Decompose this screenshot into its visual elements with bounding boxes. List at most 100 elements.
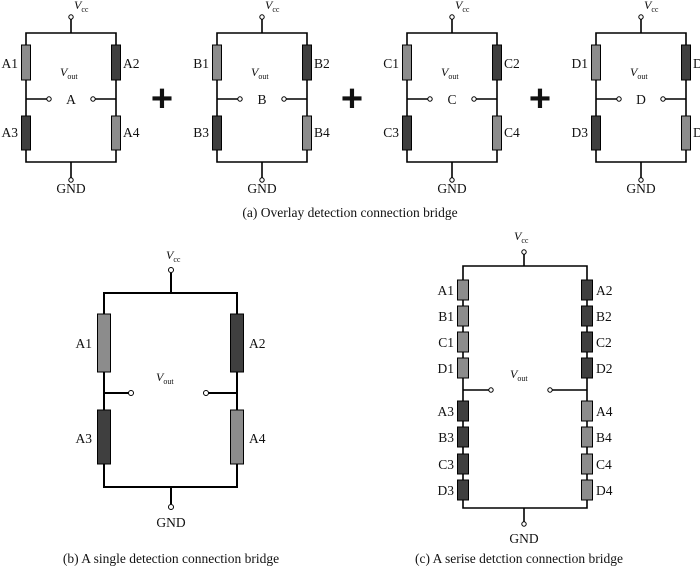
terminal-node	[449, 177, 455, 183]
gnd-label: GND	[437, 181, 466, 196]
resistor-d1	[591, 44, 601, 81]
resistor-c4	[581, 453, 593, 475]
resistor-c1	[402, 44, 412, 81]
wire	[406, 32, 498, 45]
overlay-bridge-d: D1D2D3D4DVccVoutGND	[572, 0, 700, 196]
terminal-node	[449, 14, 455, 20]
vout-label: Vout	[251, 65, 269, 81]
bridge-center-label-c: C	[447, 92, 456, 107]
vcc-label: Vcc	[455, 0, 470, 14]
label-d2: D2	[693, 56, 700, 71]
label-b1: B1	[193, 56, 209, 71]
label-a4: A4	[596, 404, 613, 419]
resistor-b2	[302, 44, 312, 81]
label-d2: D2	[596, 361, 613, 376]
label-b4: B4	[596, 430, 612, 445]
vout-label: Vout	[156, 370, 174, 386]
bridge-center-label-d: D	[636, 92, 646, 107]
wire	[216, 150, 308, 163]
wire	[103, 292, 238, 314]
resistor-b2	[581, 305, 593, 327]
resistor-a4	[111, 115, 121, 151]
wire	[25, 150, 117, 163]
resistor-c3	[402, 115, 412, 151]
terminal-node	[259, 177, 265, 183]
label-b1: B1	[438, 309, 454, 324]
resistor-a1	[21, 44, 31, 81]
label-b2: B2	[596, 309, 612, 324]
vout-label: Vout	[441, 65, 459, 81]
label-b4: B4	[314, 125, 330, 140]
resistor-a1	[457, 279, 469, 301]
terminal-node	[638, 177, 644, 183]
gnd-label: GND	[156, 515, 185, 530]
terminal-node	[46, 96, 52, 102]
label-a1: A1	[76, 336, 93, 351]
bridge-center-label-a: A	[66, 92, 76, 107]
label-c3: C3	[438, 457, 454, 472]
resistor-d2	[581, 357, 593, 379]
terminal-node	[68, 14, 74, 20]
wire	[595, 150, 687, 163]
plus-operator-1: +	[151, 78, 173, 120]
resistor-d3	[591, 115, 601, 151]
wire	[462, 265, 588, 280]
label-a3: A3	[2, 125, 19, 140]
terminal-node	[259, 14, 265, 20]
resistor-c1	[457, 331, 469, 353]
label-d4: D4	[596, 483, 613, 498]
label-c1: C1	[383, 56, 399, 71]
gnd-label: GND	[626, 181, 655, 196]
gnd-label: GND	[56, 181, 85, 196]
gnd-label: GND	[247, 181, 276, 196]
vout-label: Vout	[60, 65, 78, 81]
resistor-a3	[457, 400, 469, 422]
resistor-c3	[457, 453, 469, 475]
resistor-a4	[581, 400, 593, 422]
label-d4: D4	[693, 125, 700, 140]
resistor-d2	[681, 44, 691, 81]
label-a4: A4	[123, 125, 140, 140]
terminal-node	[521, 249, 527, 255]
label-c4: C4	[596, 457, 612, 472]
resistor-a2	[111, 44, 121, 81]
vcc-label: Vcc	[166, 248, 181, 264]
resistor-c2	[492, 44, 502, 81]
terminal-node	[638, 14, 644, 20]
terminal-node	[203, 390, 209, 396]
label-a2: A2	[596, 283, 613, 298]
wire	[25, 32, 117, 45]
label-b2: B2	[314, 56, 330, 71]
bridge-center-label-b: B	[257, 92, 266, 107]
label-a1: A1	[438, 283, 455, 298]
resistor-a2	[230, 313, 244, 373]
caption-a: (a) Overlay detection connection bridge	[242, 205, 457, 220]
vout-label: Vout	[510, 367, 528, 383]
terminal-node	[68, 177, 74, 183]
wire	[103, 464, 238, 488]
plus-operator-2: +	[341, 78, 363, 120]
vcc-label: Vcc	[514, 229, 529, 245]
terminal-node	[660, 96, 666, 102]
label-b3: B3	[438, 430, 454, 445]
plus-operator-3: +	[529, 78, 551, 120]
label-d1: D1	[438, 361, 455, 376]
label-a1: A1	[2, 56, 19, 71]
resistor-d3	[457, 479, 469, 501]
terminal-node	[488, 387, 494, 393]
resistor-c4	[492, 115, 502, 151]
terminal-node	[521, 521, 527, 527]
label-a2: A2	[249, 336, 266, 351]
caption-b: (b) A single detection connection bridge	[63, 551, 279, 566]
terminal-node	[471, 96, 477, 102]
terminal-node	[547, 387, 553, 393]
vcc-label: Vcc	[644, 0, 659, 14]
resistor-a1	[97, 313, 111, 373]
wire	[216, 32, 308, 45]
label-d3: D3	[438, 483, 455, 498]
